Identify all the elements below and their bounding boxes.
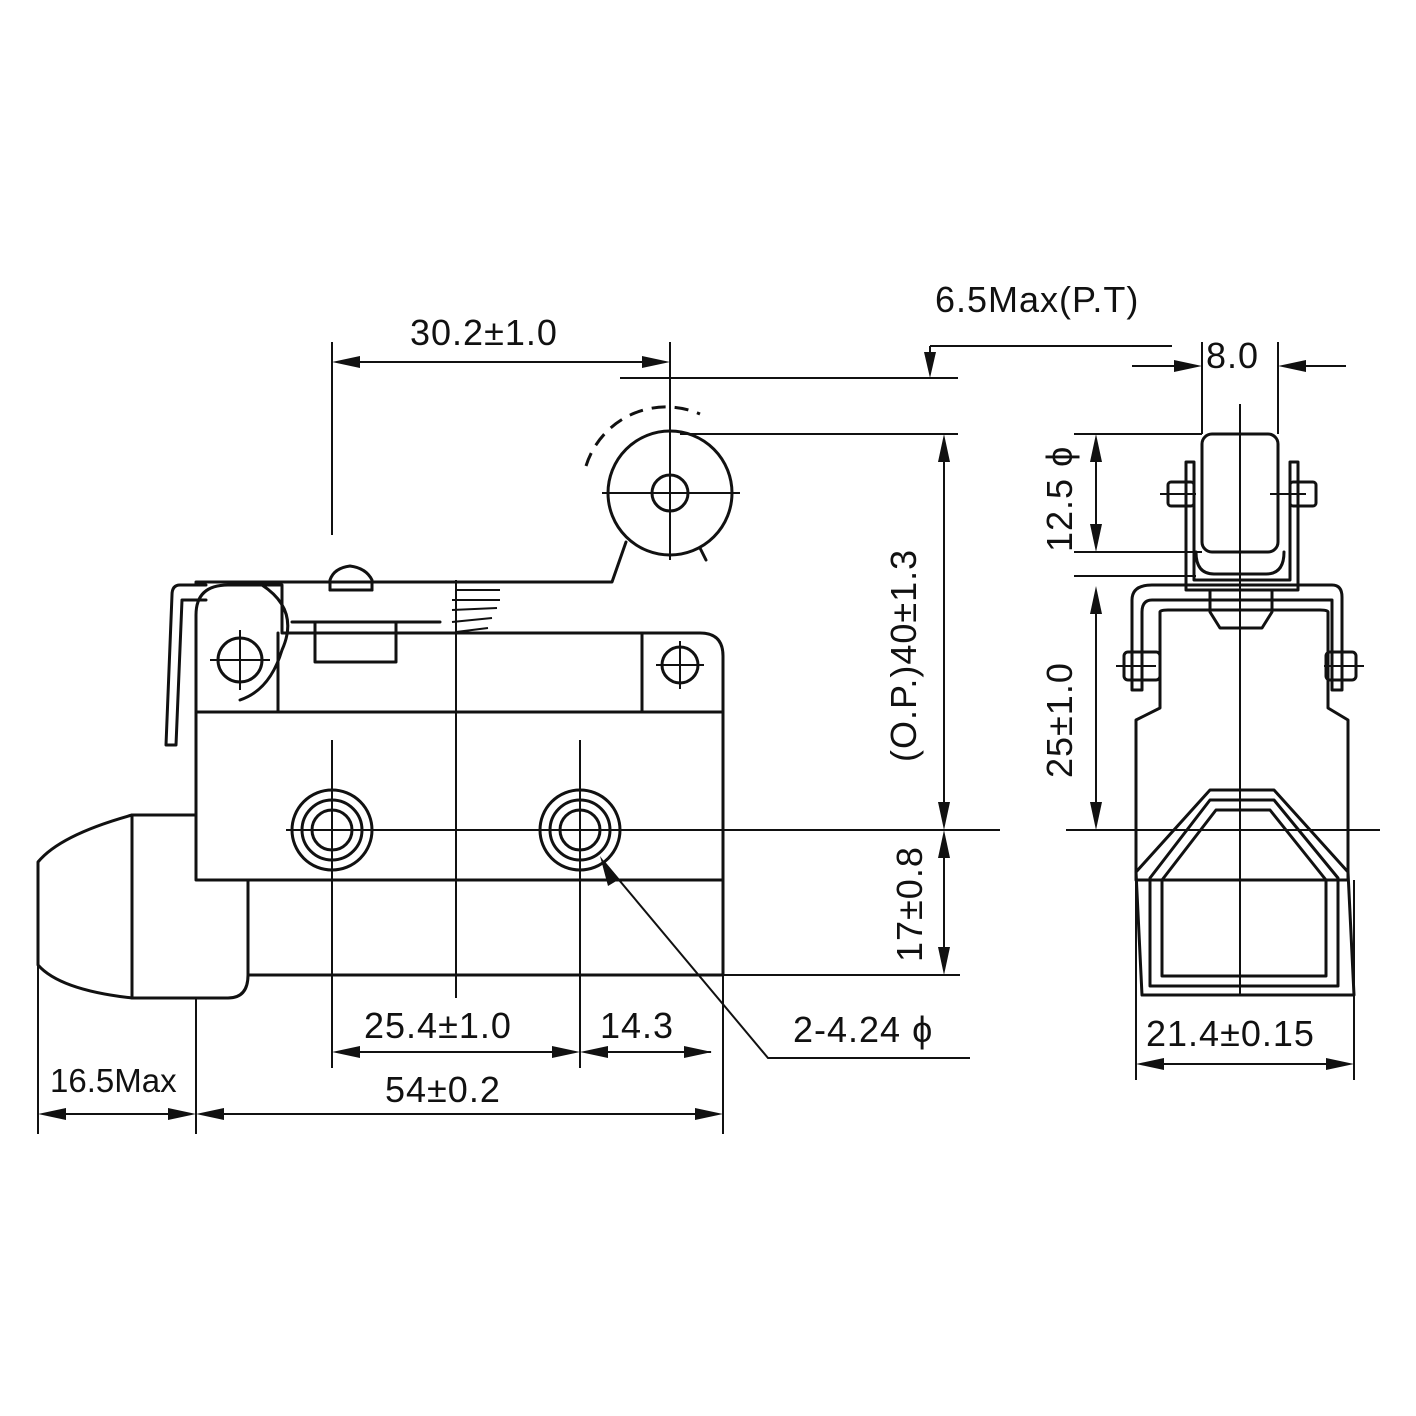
top-cover — [194, 583, 725, 714]
side-view — [1066, 404, 1380, 997]
plunger-body — [313, 620, 398, 664]
front-dimensions: 30.2±1.0 6.5Max(P.T) (O.P.)40±1.3 17±0.8… — [37, 279, 1172, 1134]
plunger-cap — [328, 564, 374, 592]
side-bracket — [164, 583, 208, 747]
front-view — [36, 342, 1000, 1068]
side-lever-frame — [1130, 583, 1344, 692]
lever-arm — [194, 540, 628, 587]
side-dimensions: 8.0 12.5 ϕ 25±1.0 21.4±0.15 — [1039, 335, 1355, 1080]
side-body — [1134, 608, 1350, 882]
dim-mount-height: 17±0.8 — [889, 846, 930, 962]
side-boot — [1134, 788, 1356, 997]
dim-roller-width: 8.0 — [1206, 335, 1259, 376]
dim-body-width: 21.4±0.15 — [1146, 1013, 1315, 1054]
dim-operating-position: (O.P.)40±1.3 — [883, 549, 924, 762]
dim-roller-offset: 30.2±1.0 — [410, 312, 558, 353]
dim-body-length: 54±0.2 — [385, 1069, 501, 1110]
dim-boot-length: 16.5Max — [50, 1062, 177, 1099]
dim-hole-spacing: 25.4±1.0 — [364, 1005, 512, 1046]
mounting-base — [246, 878, 725, 977]
switch-body — [194, 710, 725, 882]
dim-hole-spec: 2-4.24 ϕ — [793, 1009, 933, 1050]
roller-operated-position — [584, 405, 701, 467]
dim-side-height: 25±1.0 — [1039, 662, 1080, 778]
dim-roller-diameter: 12.5 ϕ — [1039, 446, 1080, 552]
spring — [451, 589, 500, 633]
dim-pretravel: 6.5Max(P.T) — [935, 279, 1139, 320]
dim-hole-edge: 14.3 — [600, 1005, 674, 1046]
rubber-boot — [36, 813, 250, 1000]
